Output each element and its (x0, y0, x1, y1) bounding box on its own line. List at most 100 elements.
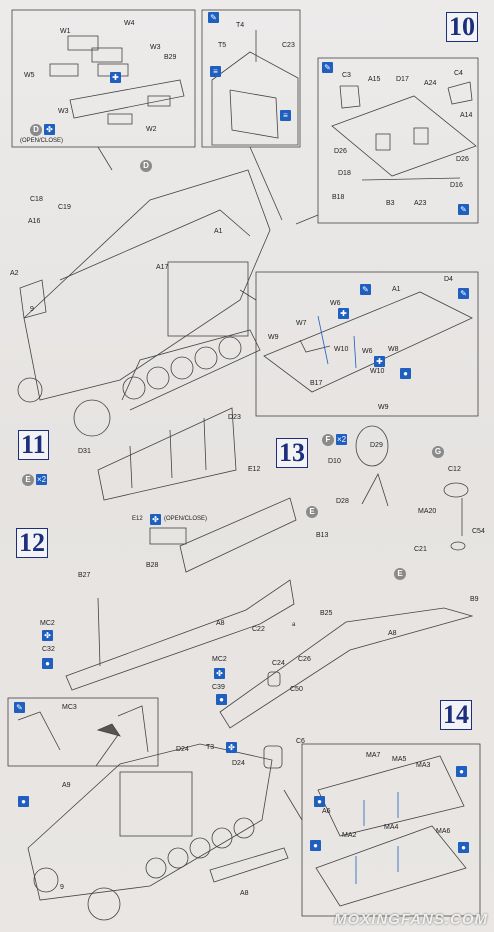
label-ma20: MA20 (418, 508, 437, 515)
label-w6b: W6 (362, 348, 373, 355)
label-a17: A17 (156, 264, 169, 271)
part-divider (169, 429, 173, 479)
part-floor-plate (317, 755, 465, 837)
part-wheel-front-final (87, 887, 121, 921)
label-b9: B9 (470, 596, 479, 603)
label-w6: W6 (330, 300, 341, 307)
label-b3: B3 (386, 200, 395, 207)
open-close-note-e12: (OPEN/CLOSE) (164, 516, 208, 522)
part-light-d29 (355, 425, 389, 467)
label-a8b: A8 (388, 630, 397, 637)
part-window (67, 35, 99, 51)
label-w9: W9 (268, 334, 279, 341)
callout-e: E (22, 474, 34, 486)
x2-icon: ×2 (36, 474, 47, 485)
part-c24 (267, 671, 281, 687)
drop-icon: ● (42, 658, 53, 669)
label-e12: E12 (248, 466, 261, 473)
drop-icon: ● (310, 840, 321, 851)
label-c6: C6 (296, 738, 305, 745)
part-rod (97, 597, 101, 667)
label-d10: D10 (328, 458, 341, 465)
inset-frame-floor (301, 743, 481, 917)
label-c24: C24 (272, 660, 285, 667)
part-fender-a8b (219, 607, 474, 729)
label-a15: A15 (368, 76, 381, 83)
label-c54: C54 (472, 528, 485, 535)
step-number-10: 10 (446, 12, 478, 42)
label-c3: C3 (342, 72, 351, 79)
label-ma3: MA3 (416, 762, 431, 769)
label-d31: D31 (78, 448, 91, 455)
label-d28: D28 (336, 498, 349, 505)
label-a23: A23 (414, 200, 427, 207)
label-a24: A24 (424, 80, 437, 87)
part-rail (361, 177, 461, 181)
label-ma6: MA6 (436, 828, 451, 835)
label-c50: C50 (290, 686, 303, 693)
paint-icon: ✎ (322, 62, 333, 73)
label-a1b: A1 (392, 286, 401, 293)
part-seat-frame (331, 95, 477, 177)
part-hull-upper (23, 169, 271, 401)
paint-icon: ✎ (208, 12, 219, 23)
label-d26b: D26 (456, 156, 469, 163)
part-window-slot (107, 113, 133, 125)
track-roadwheels (122, 336, 242, 400)
part-fender-a8 (65, 579, 295, 691)
label-ma4: MA4 (384, 824, 399, 831)
part-ammo-box (97, 407, 237, 501)
label-c32: C32 (42, 646, 55, 653)
label-c39: C39 (212, 684, 225, 691)
drop-icon: ● (216, 694, 227, 705)
part-armor-strip (69, 79, 185, 119)
drop-icon: ● (456, 766, 467, 777)
label-d29: D29 (370, 442, 383, 449)
e12-label: E12 (132, 516, 143, 522)
label-nine-b: 9 (60, 884, 64, 891)
part-seat (339, 85, 361, 109)
hull-edge (59, 209, 251, 281)
x2-icon: ×2 (336, 434, 347, 445)
label-a16: A16 (28, 218, 41, 225)
paint-icon: ✎ (360, 284, 371, 295)
part-base-c21 (450, 541, 466, 551)
part-interior-final (119, 771, 193, 837)
callout-a-small: a (292, 622, 296, 628)
part-plate-a2 (19, 279, 47, 319)
label-w8: W8 (388, 346, 399, 353)
part-divider (203, 417, 207, 471)
track-roadwheels-final (145, 817, 255, 879)
decal-icon: ≡ (210, 66, 221, 77)
open-close-icon: ✤ (150, 514, 161, 525)
label-b25: B25 (320, 610, 333, 617)
inset-frame-seats (317, 57, 479, 224)
step-number-11: 11 (18, 430, 49, 460)
open-close-icon: ✤ (226, 742, 237, 753)
glue-icon: ✚ (338, 308, 349, 319)
label-d17: D17 (396, 76, 409, 83)
label-w10: W10 (334, 346, 349, 353)
leader-line (283, 789, 303, 821)
arrow-icon (96, 723, 121, 737)
label-c22: C22 (252, 626, 265, 633)
glue-icon: ✚ (110, 72, 121, 83)
paint-icon: ✎ (458, 204, 469, 215)
drop-icon: ● (458, 842, 469, 853)
label-a8: A8 (216, 620, 225, 627)
label-t5: T5 (218, 42, 227, 49)
label-w3: W3 (150, 44, 161, 51)
callout-d: D (30, 124, 42, 136)
label-mc2: MC2 (40, 620, 55, 627)
drop-icon: ● (18, 796, 29, 807)
label-w1: W1 (60, 28, 71, 35)
label-d18: D18 (338, 170, 351, 177)
part-side-rail (179, 497, 297, 573)
part-window (49, 63, 79, 77)
label-a1: A1 (214, 228, 223, 235)
part-floor-plate (315, 825, 467, 907)
part-window (91, 47, 123, 63)
part-seat-post (317, 315, 329, 365)
inset-frame-windows (11, 9, 196, 148)
